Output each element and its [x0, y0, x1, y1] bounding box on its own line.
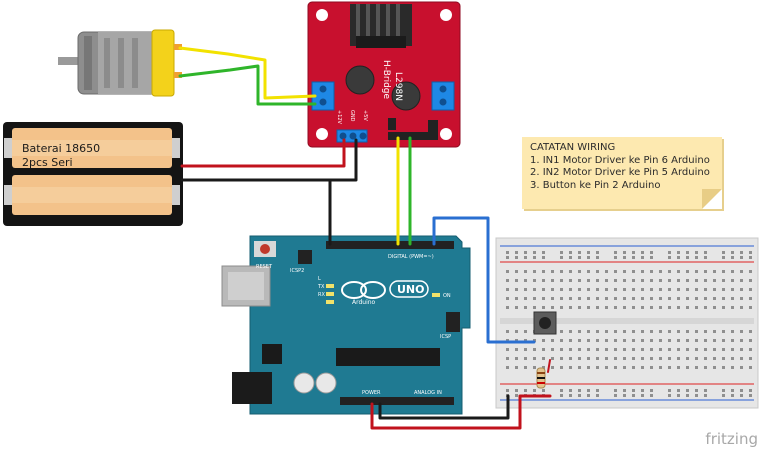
driver-12v-label: +12V [336, 110, 342, 125]
battery-label-line2: 2pcs Seri [22, 156, 73, 169]
arduino-uno-board [221, 235, 471, 415]
fritzing-watermark: fritzing [705, 430, 758, 448]
arduino-icsp2-label: ICSP2 [290, 268, 304, 274]
breadboard-holes [506, 251, 752, 397]
motor-driver-board [307, 1, 461, 148]
dc-motor [58, 29, 182, 97]
notes-item-3: 3. Button ke Pin 2 Arduino [530, 179, 661, 191]
notes-title: CATATAN WIRING [530, 142, 616, 153]
arduino-brand-label: Arduino [352, 299, 376, 306]
arduino-rx-label: RX [318, 292, 325, 298]
breadboard [495, 237, 759, 409]
battery-label-line1: Baterai 18650 [22, 142, 101, 155]
arduino-analog-label: ANALOG IN [414, 390, 442, 396]
notes-item-2: 2. IN2 Motor Driver ke Pin 5 Arduino [530, 167, 710, 178]
arduino-reset-label: RESET [256, 264, 273, 270]
arduino-model-label: UNO [397, 283, 425, 296]
arduino-tx-label: TX [317, 284, 325, 290]
wiring-notes: CATATAN WIRING 1. IN1 Motor Driver ke Pi… [522, 137, 722, 209]
notes-item-1: 1. IN1 Motor Driver ke Pin 6 Arduino [530, 154, 710, 166]
driver-5v-label: +5V [362, 110, 368, 121]
arduino-digital-label: DIGITAL (PWM=~) [388, 254, 434, 260]
arduino-power-label: POWER [362, 390, 381, 396]
arduino-icsp-label: ICSP [440, 334, 451, 340]
battery-label: Baterai 18650 2pcs Seri [22, 142, 100, 170]
driver-type-label: H-Bridge [381, 60, 391, 99]
driver-model-label: L298N [393, 72, 403, 101]
wires [178, 46, 552, 430]
arduino-l-label: L [318, 276, 321, 282]
arduino-on-label: ON [443, 293, 451, 299]
driver-gnd-label: GND [349, 110, 355, 122]
note-corner-fold [702, 189, 722, 209]
battery-holder [3, 122, 183, 226]
